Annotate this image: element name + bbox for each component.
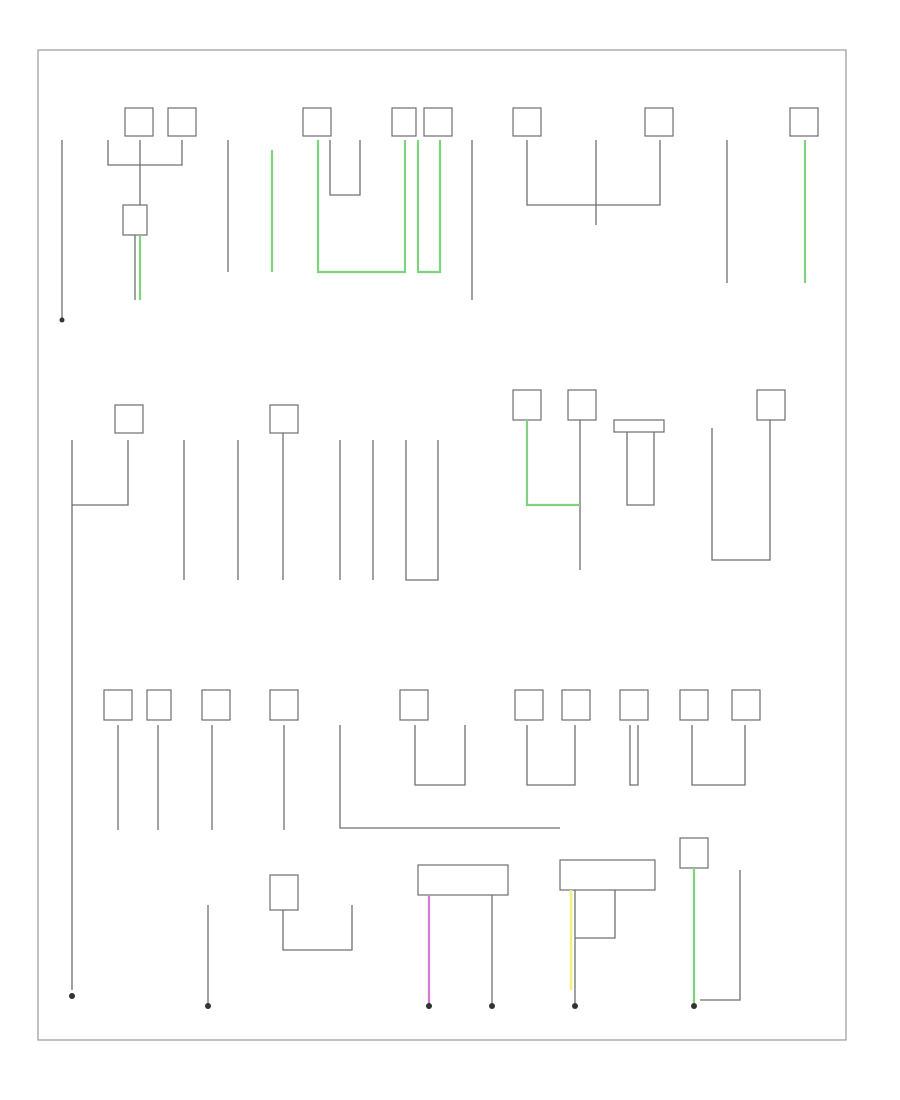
row-2 [71, 389, 786, 990]
row-1 [59, 107, 819, 323]
ground-wire [629, 725, 639, 786]
ground-point [69, 993, 75, 999]
component-box [644, 107, 674, 137]
component-box [512, 107, 542, 137]
component-box [391, 107, 417, 137]
ground-wire [282, 905, 353, 951]
ground-point [205, 1003, 211, 1009]
green-ground-wire [316, 140, 407, 274]
component-box [559, 859, 656, 891]
ground-point [59, 317, 65, 323]
ground-wire [405, 440, 439, 581]
ground-wire [626, 432, 655, 506]
ground-wire [107, 140, 183, 205]
component-box [679, 837, 709, 869]
component-box [417, 864, 509, 896]
row-4 [69, 837, 741, 1009]
component-box [103, 689, 133, 721]
component-box [619, 689, 649, 721]
component-box [561, 689, 591, 721]
ground-wire [526, 140, 661, 225]
ground-point [572, 1003, 578, 1009]
ground-wire [329, 140, 361, 196]
component-box [679, 689, 709, 721]
ground-wire [711, 420, 771, 561]
component-box [114, 404, 144, 434]
ground-point [489, 1003, 495, 1009]
component-box [567, 389, 597, 421]
border-frame [37, 49, 847, 1041]
component-box [613, 419, 665, 433]
green-ground-wire [525, 420, 580, 507]
component-box [269, 404, 299, 434]
ground-wire [339, 725, 560, 829]
ground-wire [691, 725, 746, 786]
component-box [423, 107, 453, 137]
ground-point [691, 1003, 697, 1009]
component-box [399, 689, 429, 721]
ground-wire [575, 890, 616, 939]
component-box [756, 389, 786, 421]
ground-wire [414, 725, 466, 786]
component-box [514, 689, 544, 721]
component-box [269, 874, 299, 911]
green-ground-wire [416, 140, 442, 274]
splice-box [122, 204, 148, 236]
component-box [124, 107, 154, 137]
component-box [146, 689, 172, 721]
ground-wire [700, 870, 741, 1001]
ground-wire [526, 725, 576, 786]
ground-point [426, 1003, 432, 1009]
component-box [512, 389, 542, 421]
component-box [731, 689, 761, 721]
component-box [789, 107, 819, 137]
row-3 [103, 689, 761, 830]
component-box [269, 689, 299, 721]
component-box [201, 689, 231, 721]
component-box [302, 107, 332, 137]
ground-wire [71, 440, 129, 506]
component-box [167, 107, 197, 137]
